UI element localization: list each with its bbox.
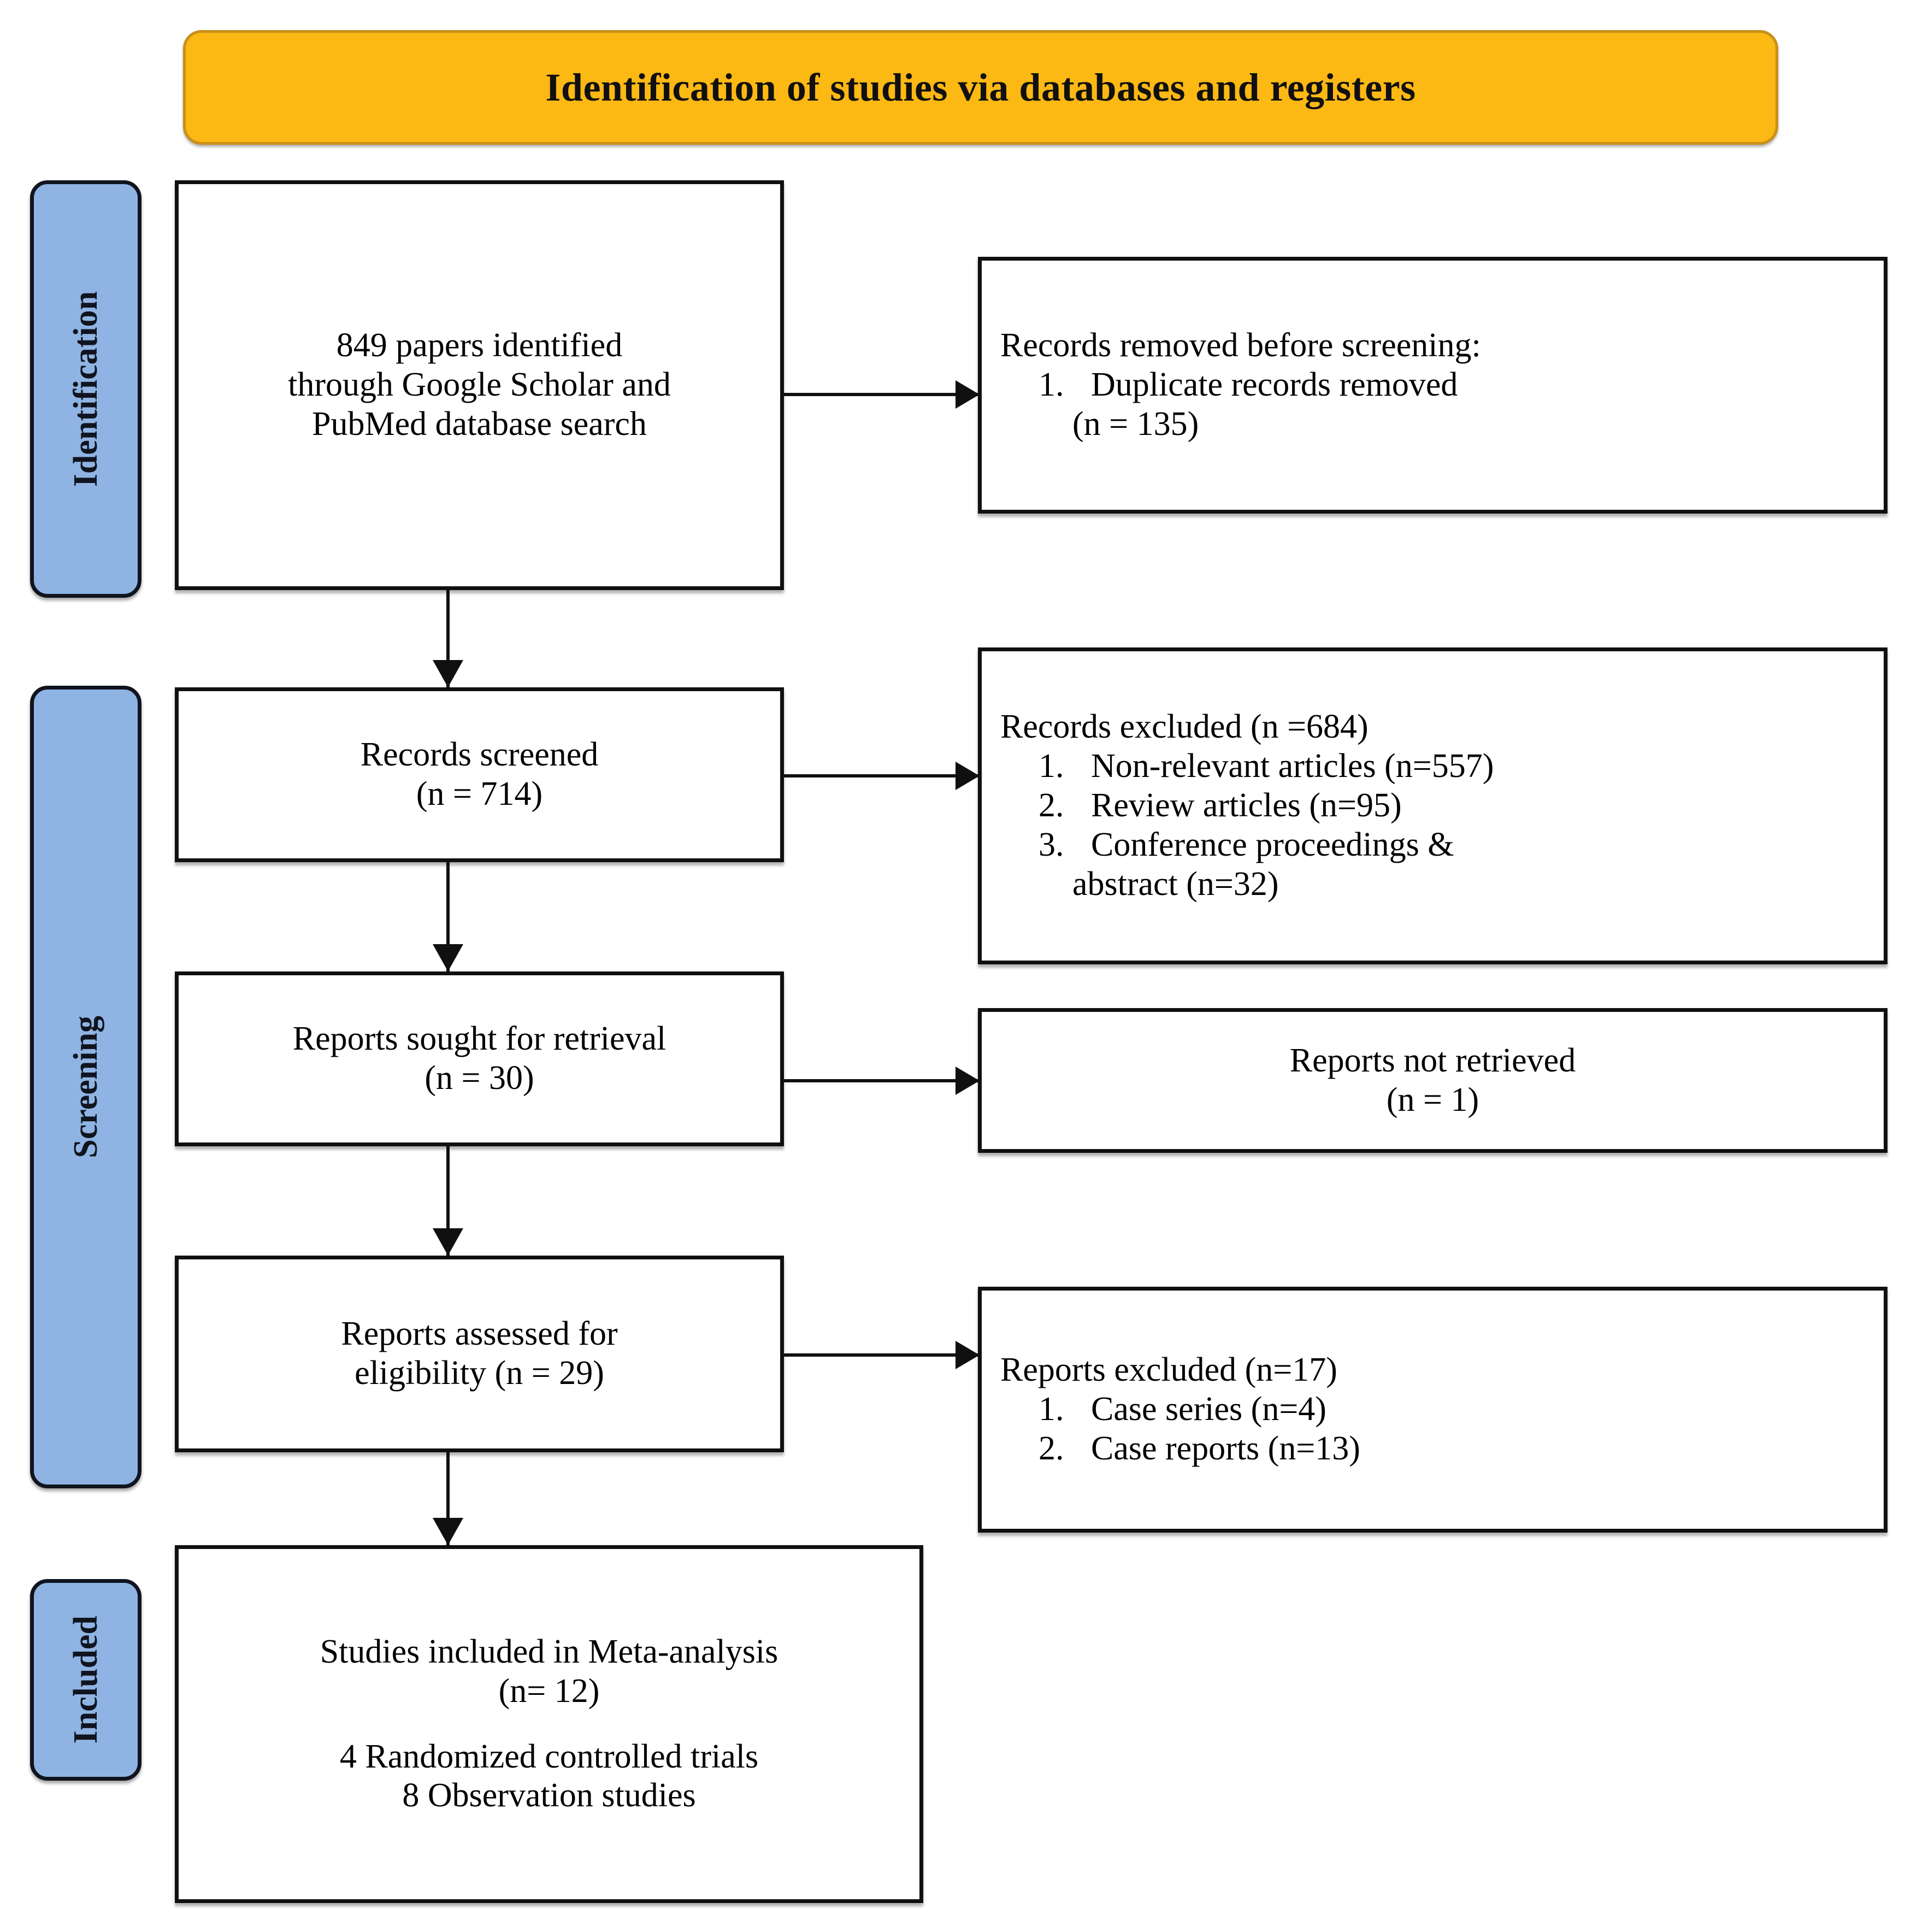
list-item: Review articles (n=95) xyxy=(1072,786,1865,826)
node-records-identified: 849 papers identified through Google Sch… xyxy=(175,180,784,590)
node-list: Duplicate records removed (n = 135) xyxy=(1000,366,1865,444)
node-records-screened: Records screened (n = 714) xyxy=(175,687,784,862)
arrow-eligibility-to-excluded xyxy=(784,1340,980,1370)
node-reports-excluded: Reports excluded (n=17) Case series (n=4… xyxy=(978,1287,1888,1533)
node-records-excluded: Records excluded (n =684) Non-relevant a… xyxy=(978,647,1888,964)
node-line: (n = 30) xyxy=(424,1059,534,1097)
list-item: Non-relevant articles (n=557) xyxy=(1072,747,1865,786)
node-records-removed: Records removed before screening: Duplic… xyxy=(978,257,1888,514)
list-item-text: Case series (n=4) xyxy=(1091,1391,1326,1428)
node-heading: Records removed before screening: xyxy=(1000,327,1481,364)
node-line: 849 papers identified xyxy=(336,327,623,364)
node-line: PubMed database search xyxy=(312,405,647,443)
node-heading: Records excluded (n =684) xyxy=(1000,708,1369,746)
arrow-screened-to-sought xyxy=(432,862,464,971)
stage-label-identification-text: Identification xyxy=(67,291,104,487)
arrow-sought-to-not-retrieved xyxy=(784,1065,980,1096)
node-heading: Reports excluded (n=17) xyxy=(1000,1351,1337,1389)
node-line: (n = 714) xyxy=(416,775,543,812)
list-item-subtext: abstract (n=32) xyxy=(1072,865,1279,903)
node-list: Case series (n=4) Case reports (n=13) xyxy=(1000,1390,1865,1469)
stage-label-screening-text: Screening xyxy=(67,1016,104,1158)
list-item-text: Conference proceedings & xyxy=(1091,826,1454,863)
node-line: Reports sought for retrieval xyxy=(292,1020,667,1058)
diagram-header-banner: Identification of studies via databases … xyxy=(183,30,1778,145)
stage-label-identification: Identification xyxy=(30,180,141,598)
node-reports-sought: Reports sought for retrieval (n = 30) xyxy=(175,971,784,1146)
node-reports-not-retrieved: Reports not retrieved (n = 1) xyxy=(978,1008,1888,1153)
list-item: Conference proceedings & abstract (n=32) xyxy=(1072,826,1865,904)
arrow-identified-to-removed xyxy=(784,379,980,410)
node-line: (n = 1) xyxy=(1386,1081,1479,1118)
node-line: Reports not retrieved xyxy=(1289,1041,1576,1079)
stage-label-included-text: Included xyxy=(67,1616,104,1744)
arrow-sought-to-eligibility xyxy=(432,1146,464,1256)
stage-label-included: Included xyxy=(30,1579,141,1781)
node-line: Reports assessed for xyxy=(341,1315,618,1353)
stage-label-screening: Screening xyxy=(30,686,141,1488)
list-item: Duplicate records removed (n = 135) xyxy=(1072,366,1865,444)
list-item-text: Non-relevant articles (n=557) xyxy=(1091,747,1494,785)
list-item-text: Duplicate records removed xyxy=(1091,366,1458,404)
list-item-text: Review articles (n=95) xyxy=(1091,787,1402,824)
node-line: 8 Observation studies xyxy=(402,1777,696,1815)
list-item: Case reports (n=13) xyxy=(1072,1429,1865,1469)
node-line: Studies included in Meta-analysis xyxy=(320,1633,778,1670)
banner-title: Identification of studies via databases … xyxy=(545,65,1416,109)
arrow-identified-to-screened xyxy=(432,590,464,687)
node-line: eligibility (n = 29) xyxy=(355,1354,604,1392)
list-item-subtext: (n = 135) xyxy=(1072,405,1199,443)
node-list: Non-relevant articles (n=557) Review art… xyxy=(1000,747,1865,904)
list-item: Case series (n=4) xyxy=(1072,1390,1865,1429)
node-reports-assessed: Reports assessed for eligibility (n = 29… xyxy=(175,1256,784,1452)
arrow-eligibility-to-included xyxy=(432,1452,464,1545)
node-line: Records screened xyxy=(360,736,599,774)
node-studies-included: Studies included in Meta-analysis (n= 12… xyxy=(175,1545,923,1903)
list-item-text: Case reports (n=13) xyxy=(1091,1429,1360,1467)
node-line: 4 Randomized controlled trials xyxy=(339,1737,759,1775)
arrow-screened-to-excluded xyxy=(784,761,980,791)
node-line: through Google Scholar and xyxy=(288,366,671,404)
node-line: (n= 12) xyxy=(498,1672,600,1710)
